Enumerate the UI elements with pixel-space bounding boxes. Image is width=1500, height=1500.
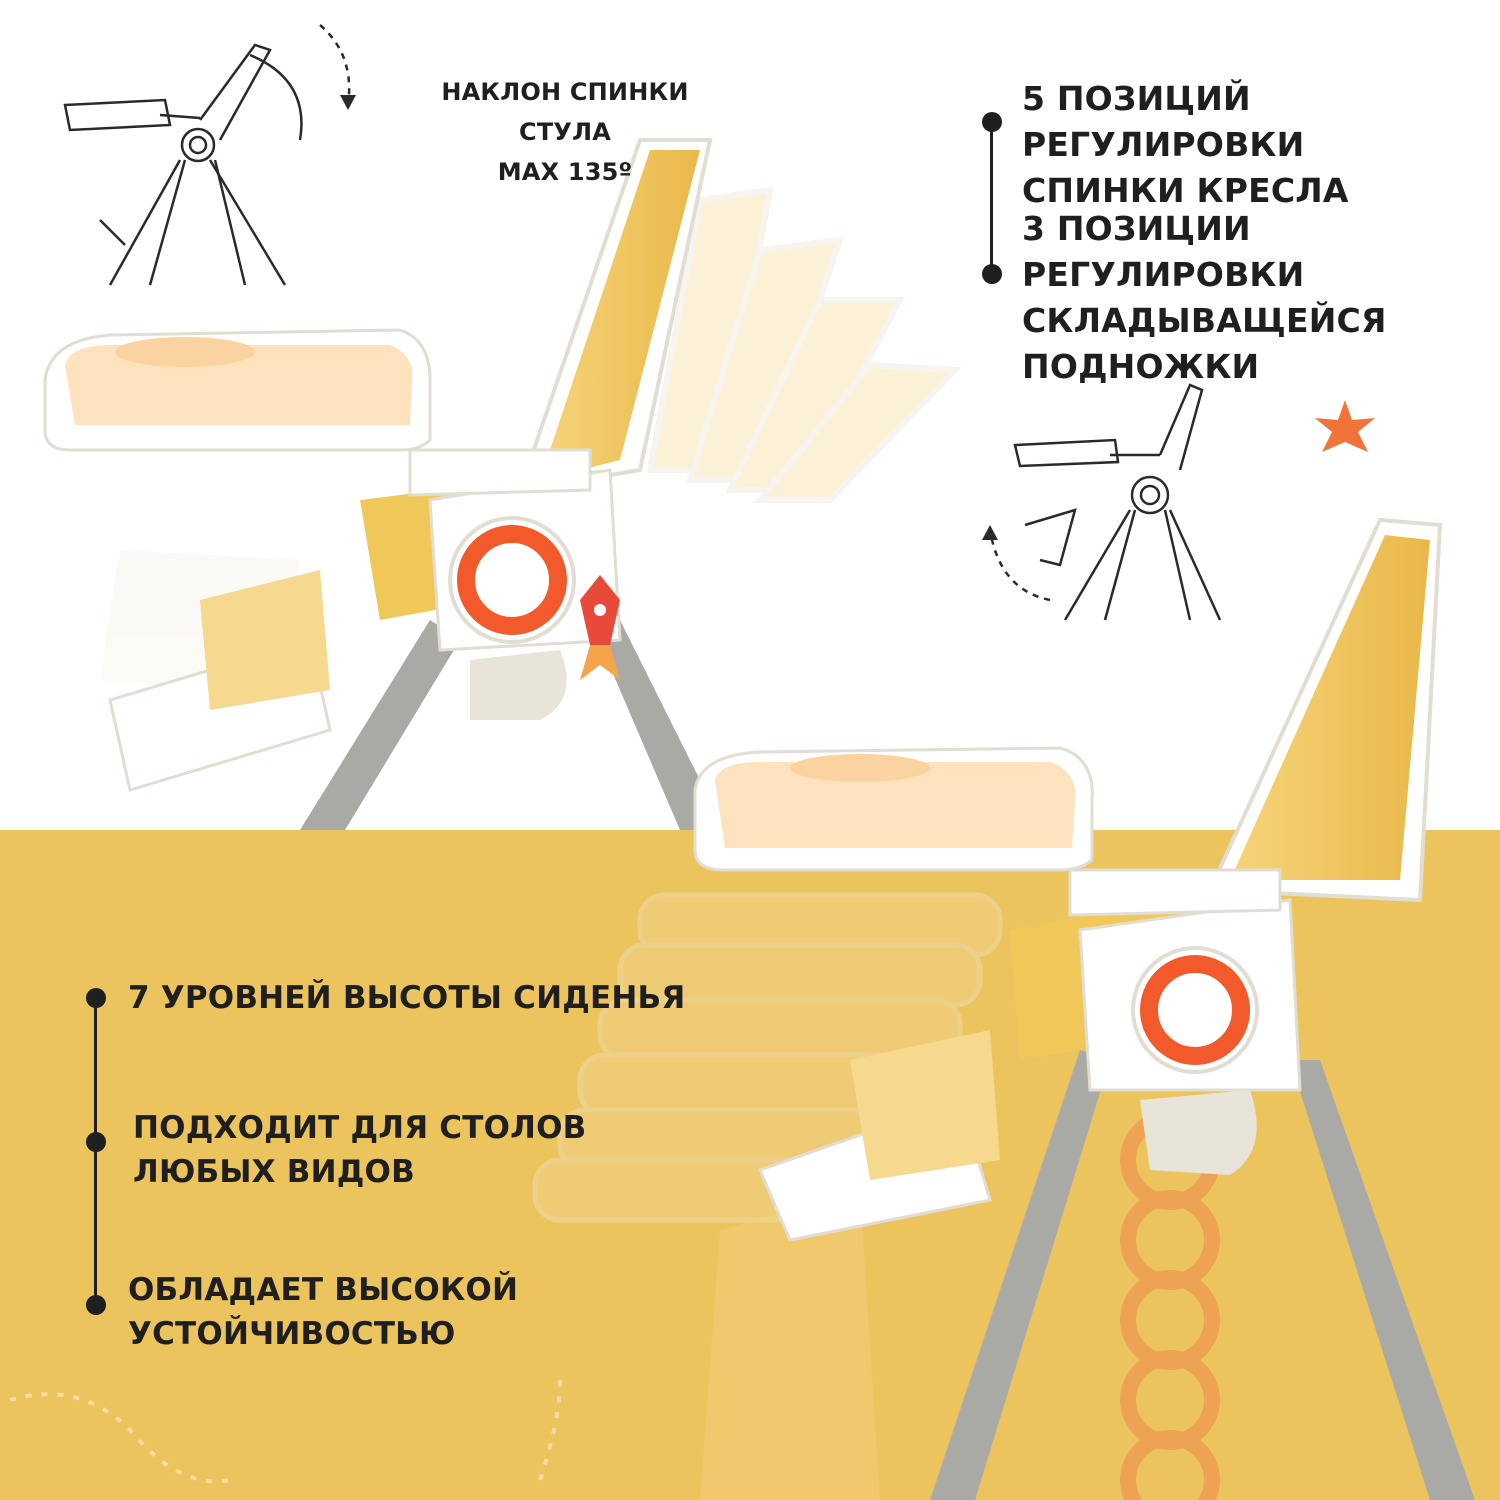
bottom-left-connector — [94, 1005, 97, 1305]
recline-arrow — [319, 24, 351, 106]
recline-caption-line2: MAX 135º — [497, 158, 633, 186]
footrest-positions-text: 3 ПОЗИЦИИ РЕГУЛИРОВКИ СКЛАДЫВАЩЕЙСЯ ПОДН… — [1022, 206, 1500, 390]
table-fit-text: ПОДХОДИТ ДЛЯ СТОЛОВ ЛЮБЫХ ВИДОВ — [133, 1106, 586, 1194]
footrest-line-diagram — [1013, 383, 1222, 621]
footrest-positions-line1: 3 ПОЗИЦИИ РЕГУЛИРОВКИ — [1022, 209, 1305, 294]
footrest-positions-line3: ПОДНОЖКИ — [1022, 347, 1260, 386]
recline-knob — [457, 525, 567, 635]
height-knob — [1140, 955, 1250, 1065]
backrest-positions-text: 5 ПОЗИЦИЙ РЕГУЛИРОВКИ СПИНКИ КРЕСЛА — [1022, 76, 1500, 214]
seat-height-text: 7 УРОВНЕЙ ВЫСОТЫ СИДЕНЬЯ — [128, 980, 686, 1016]
recline-line-diagram — [63, 43, 303, 286]
stability-text: ОБЛАДАЕТ ВЫСОКОЙ УСТОЙЧИВОСТЬЮ — [128, 1268, 518, 1356]
footrest-positions-line2: СКЛАДЫВАЩЕЙСЯ — [1022, 301, 1387, 340]
bullet — [982, 112, 1002, 132]
rear-leg — [590, 620, 725, 830]
bullet — [982, 264, 1002, 284]
star-icon — [1315, 400, 1375, 452]
stability-line2: УСТОЙЧИВОСТЬЮ — [128, 1316, 456, 1352]
front-leg — [300, 620, 460, 830]
recline-caption-line1: НАКЛОН СПИНКИ СТУЛА — [441, 78, 689, 146]
table-fit-line2: ЛЮБЫХ ВИДОВ — [133, 1154, 415, 1190]
footrest-arrow — [988, 529, 1051, 602]
recline-caption: НАКЛОН СПИНКИ СТУЛА MAX 135º — [415, 72, 715, 192]
bullet — [86, 1132, 106, 1152]
table-fit-line1: ПОДХОДИТ ДЛЯ СТОЛОВ — [133, 1110, 587, 1146]
backrest-ghost-positions — [646, 186, 962, 503]
bullet — [86, 988, 106, 1008]
top-right-connector — [990, 122, 993, 274]
bottom-chair — [532, 517, 1475, 1500]
bullet — [86, 1295, 106, 1315]
backrest-positions-line1: 5 ПОЗИЦИЙ РЕГУЛИРОВКИ — [1022, 79, 1305, 164]
top-chair — [43, 138, 962, 830]
stability-line1: ОБЛАДАЕТ ВЫСОКОЙ — [128, 1272, 519, 1308]
rocket-icon — [580, 575, 620, 680]
backrest-positions-line2: СПИНКИ КРЕСЛА — [1022, 171, 1349, 210]
